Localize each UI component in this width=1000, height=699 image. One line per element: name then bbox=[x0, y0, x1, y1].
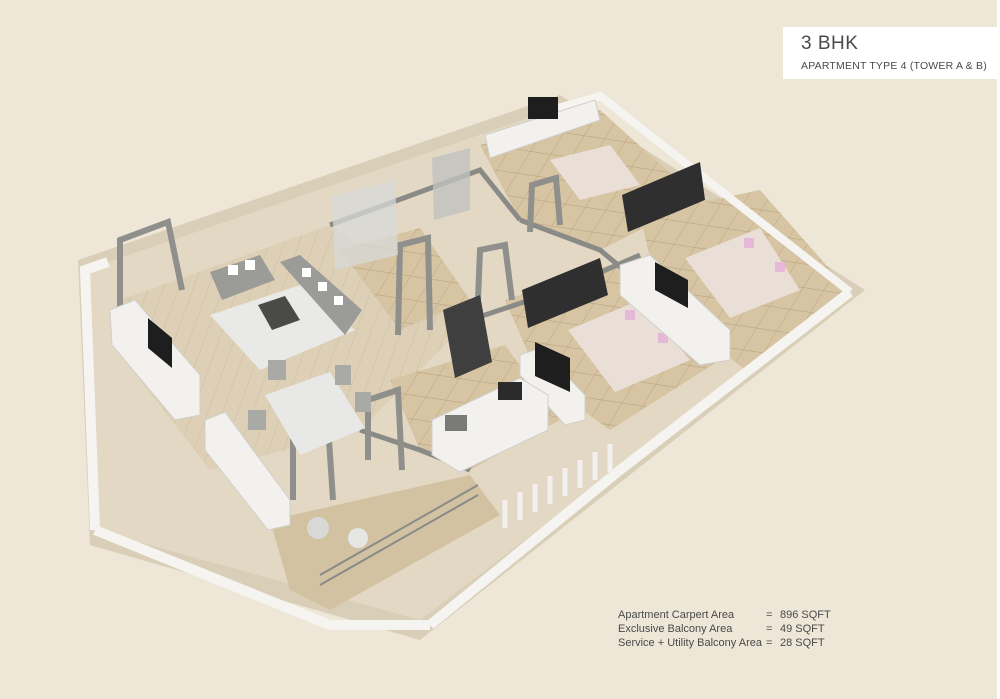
wardrobe bbox=[622, 162, 705, 232]
area-equals: = bbox=[766, 637, 773, 649]
area-equals: = bbox=[766, 623, 773, 635]
balcony-floor bbox=[270, 475, 500, 610]
right-edge-strip bbox=[997, 0, 1000, 699]
cushion bbox=[334, 296, 343, 305]
tv-screen bbox=[535, 342, 570, 392]
rug bbox=[210, 285, 355, 370]
tv-unit-living bbox=[109, 299, 201, 421]
door-frame bbox=[475, 241, 515, 301]
cushion bbox=[318, 282, 327, 291]
sideboard bbox=[204, 411, 291, 531]
cushion bbox=[302, 268, 311, 277]
coffee-table bbox=[258, 296, 300, 330]
title-box: 3 BHK APARTMENT TYPE 4 (TOWER A & B) bbox=[783, 27, 1000, 79]
tv-screen bbox=[148, 318, 172, 368]
glass-partition bbox=[332, 180, 398, 270]
cooktop bbox=[498, 382, 522, 400]
area-label: Exclusive Balcony Area bbox=[618, 623, 733, 635]
area-label: Service + Utility Balcony Area bbox=[618, 637, 762, 649]
railing bbox=[319, 484, 479, 576]
area-row: Apartment Carpert Area = 896 SQFT bbox=[618, 608, 850, 622]
bed bbox=[550, 145, 640, 200]
pillow bbox=[625, 310, 635, 320]
pillow bbox=[775, 262, 785, 272]
balcony-table bbox=[348, 528, 368, 548]
tv-screen bbox=[528, 97, 558, 119]
tv-unit bbox=[619, 254, 731, 366]
area-value: 896 SQFT bbox=[780, 609, 831, 621]
dining-chair bbox=[335, 365, 351, 385]
sofa bbox=[210, 255, 275, 300]
area-label: Apartment Carpert Area bbox=[618, 609, 735, 621]
tv-unit-bedroom-top bbox=[484, 99, 601, 159]
pillow bbox=[744, 238, 754, 248]
area-row: Exclusive Balcony Area = 49 SQFT bbox=[618, 622, 850, 636]
kitchen-counter bbox=[431, 377, 549, 473]
door-frame bbox=[395, 234, 433, 336]
area-equals: = bbox=[766, 609, 773, 621]
area-value: 49 SQFT bbox=[780, 623, 825, 635]
area-row: Service + Utility Balcony Area = 28 SQFT bbox=[618, 636, 850, 650]
outer-wall-right bbox=[426, 288, 854, 629]
glass-partition bbox=[432, 148, 470, 220]
bed bbox=[685, 228, 800, 318]
bed bbox=[568, 300, 690, 392]
wardrobe bbox=[443, 295, 492, 378]
page-title: 3 BHK bbox=[801, 33, 859, 54]
cushion bbox=[245, 260, 255, 270]
tv-screen bbox=[655, 262, 688, 308]
railing bbox=[319, 494, 479, 586]
balcony-chair bbox=[307, 517, 329, 539]
door-frame bbox=[527, 174, 563, 233]
wardrobe bbox=[522, 258, 608, 328]
outer-wall-left bbox=[79, 257, 110, 531]
sink bbox=[445, 415, 467, 431]
outer-wall-bottom bbox=[93, 525, 430, 630]
door-frame bbox=[365, 385, 405, 471]
dining-chair bbox=[268, 360, 286, 380]
outer-wall-top bbox=[556, 91, 853, 296]
area-value: 28 SQFT bbox=[780, 637, 825, 649]
dining-chair bbox=[355, 392, 371, 412]
cushion bbox=[228, 265, 238, 275]
dining-table bbox=[265, 372, 365, 455]
dining-chair bbox=[248, 410, 266, 430]
page-subtitle: APARTMENT TYPE 4 (TOWER A & B) bbox=[801, 60, 987, 72]
pillow bbox=[658, 333, 668, 343]
sofa bbox=[280, 255, 362, 335]
door-frame bbox=[117, 217, 185, 310]
area-table: Apartment Carpert Area = 896 SQFT Exclus… bbox=[618, 608, 850, 650]
